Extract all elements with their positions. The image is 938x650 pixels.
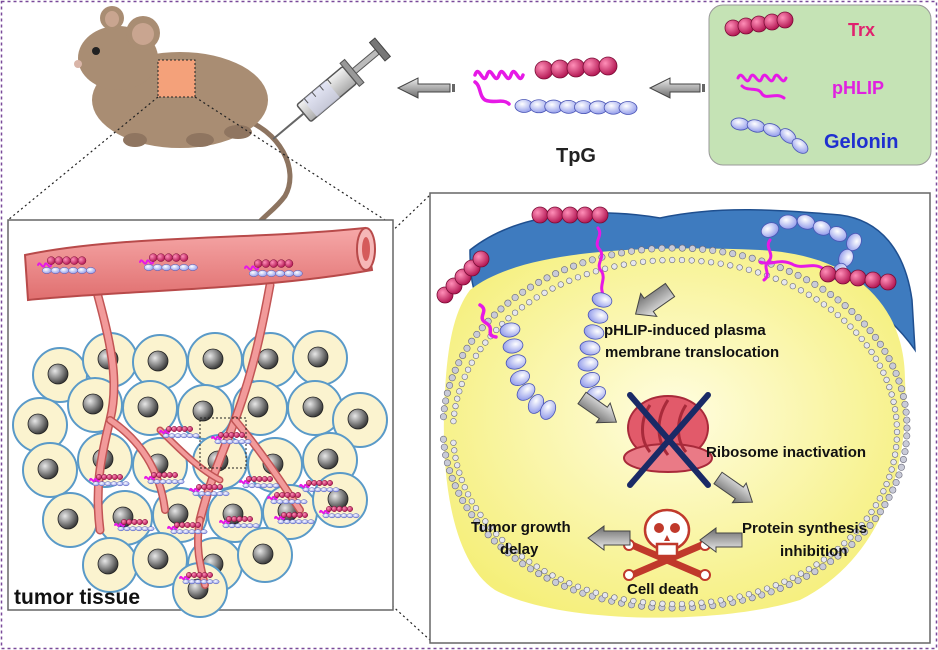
step-ribosome: Ribosome inactivation <box>706 444 866 461</box>
legend-trx-icon <box>724 11 794 37</box>
tpg-construct <box>473 56 638 115</box>
trx-chain <box>819 265 897 291</box>
tumor-cell-icon <box>132 334 188 390</box>
phlip-peptide <box>758 238 824 282</box>
step-death: Cell death <box>627 581 699 598</box>
phlip-peptide <box>139 259 155 265</box>
trx-chain <box>534 56 618 80</box>
phlip-peptide <box>595 226 606 298</box>
phlip-peptide <box>319 509 330 515</box>
step-growth-line1: Tumor growth <box>471 519 571 536</box>
syringe-icon <box>272 37 392 140</box>
legend-gelonin-label: Gelonin <box>824 131 898 153</box>
tpg-mini <box>319 506 360 519</box>
phlip-peptide <box>189 487 200 493</box>
tumor-cell-icon <box>122 380 178 436</box>
phlip-peptide <box>274 515 285 521</box>
gelonin-chain <box>514 99 638 115</box>
tpg-mini <box>189 484 230 497</box>
step-translocation-line2: membrane translocation <box>605 344 779 361</box>
tumor-cell-icon <box>237 527 293 583</box>
zoom-line-right <box>194 96 386 221</box>
tpg-mini <box>179 572 220 585</box>
phlip-peptide <box>244 265 260 271</box>
arrow-to-cell-death <box>699 527 743 553</box>
tissue-constructs <box>37 253 360 585</box>
phlip-peptide <box>37 262 53 268</box>
tpg-mini <box>114 519 155 532</box>
tumor-cell-icon <box>22 442 78 498</box>
tumor-cell-icon <box>312 472 368 528</box>
phlip-peptide <box>478 303 498 339</box>
tumor-cell-icon <box>82 537 138 593</box>
phlip-peptide <box>167 525 178 531</box>
legend-gelonin-icon <box>730 117 809 154</box>
tumor-cell-icon <box>42 492 98 548</box>
legend-phlip-label: pHLIP <box>832 78 884 98</box>
mouse-illustration <box>74 6 293 239</box>
tpg-mini <box>239 476 280 489</box>
tpg-mini <box>299 480 340 493</box>
tpg-mini <box>274 512 315 525</box>
arrow-to-tumor-growth <box>587 525 631 551</box>
trx-chain <box>531 206 609 224</box>
gelonin-chain <box>499 322 557 420</box>
legend-phlip-icon <box>736 73 788 100</box>
tumor-cell-icon <box>292 330 348 386</box>
tpg-mini <box>159 426 200 439</box>
skull-crossbones-icon <box>623 508 711 581</box>
tpg-mini <box>139 253 198 271</box>
tpg-mini <box>244 259 303 277</box>
tumor-cell-icon <box>332 392 388 448</box>
tpg-mini <box>211 432 252 445</box>
legend-trx-label: Trx <box>848 20 875 40</box>
arrow-to-syringe <box>396 77 455 99</box>
step-growth-line2: delay <box>500 541 539 558</box>
phlip-peptide <box>159 429 170 435</box>
tpg-mini <box>89 474 130 487</box>
construct-label: TpG <box>556 145 596 167</box>
tpg-mini <box>144 472 185 485</box>
arrow-to-ribosome <box>577 391 618 424</box>
arrow-to-construct <box>648 77 705 99</box>
membrane-constructs <box>436 206 897 420</box>
cell-membrane <box>439 244 911 612</box>
phlip-peptide <box>89 477 100 483</box>
tumor-cell-icon <box>97 490 153 546</box>
step-protein-line2: inhibition <box>780 543 847 560</box>
zoom-line-left <box>7 96 159 221</box>
tpg-mini <box>167 522 208 535</box>
phlip-peptide <box>299 483 310 489</box>
tpg-mini <box>267 492 308 505</box>
step-translocation-line1: pHLIP-induced plasma <box>604 322 766 339</box>
phlip-peptide <box>114 522 125 528</box>
tissue-label: tumor tissue <box>14 586 140 609</box>
phlip-peptide <box>211 435 222 441</box>
phlip-peptide <box>239 479 250 485</box>
phlip-peptide <box>267 495 278 501</box>
ribosome-icon <box>623 392 713 488</box>
phlip-peptide <box>144 475 155 481</box>
tumor-cell-icon <box>132 532 188 588</box>
phlip-peptide <box>179 575 190 581</box>
tumor-cell-icon <box>187 332 243 388</box>
arrow-to-protein-synthesis <box>713 471 754 504</box>
gelonin-chain <box>577 292 613 402</box>
tpg-mini <box>37 256 96 274</box>
arrow-translocation <box>634 282 676 317</box>
gelonin-chain <box>730 117 809 154</box>
phlip-peptide <box>219 519 230 525</box>
tpg-mini <box>219 516 260 529</box>
phlip-peptide <box>473 69 525 106</box>
step-protein-line1: Protein synthesis <box>742 520 867 537</box>
trx-chain <box>724 11 794 37</box>
phlip-peptide <box>736 73 788 100</box>
trx-chain <box>436 250 490 304</box>
